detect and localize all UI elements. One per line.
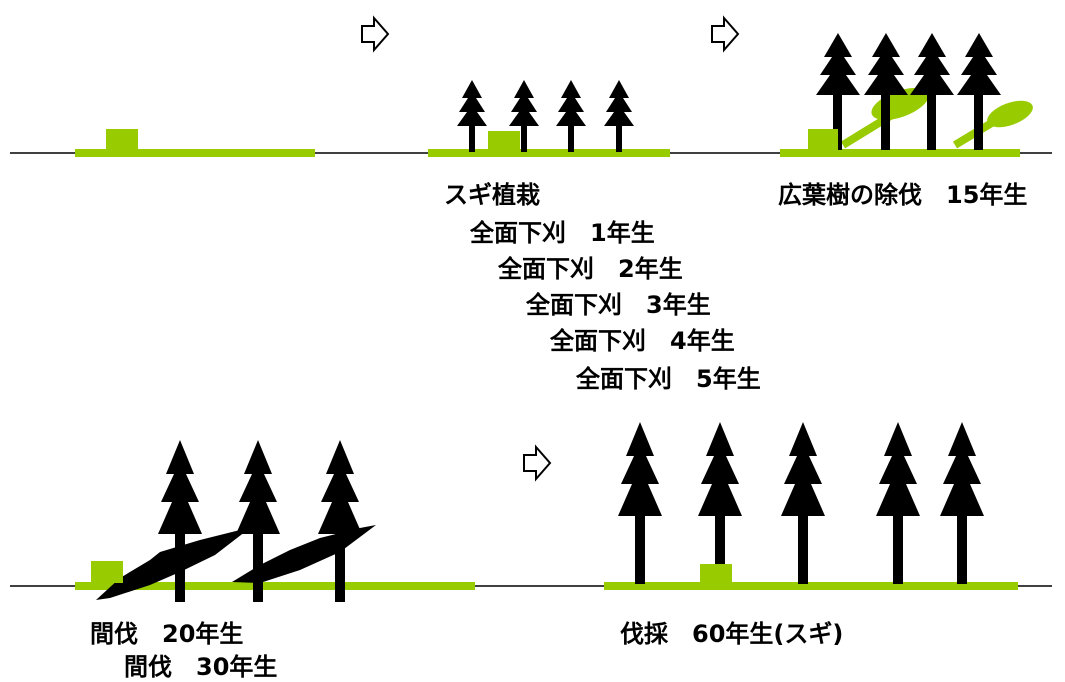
ground-bar	[428, 149, 670, 157]
cedar-tree-icon	[318, 440, 362, 602]
label-weeding-3: 全面下刈 3年生	[526, 291, 711, 319]
panel-thinning	[75, 440, 475, 602]
step-arrow-icon	[361, 17, 389, 51]
cedar-tree-icon	[457, 80, 487, 152]
label-weeding-4: 全面下刈 4年生	[550, 327, 735, 355]
ground-bar	[780, 149, 1020, 157]
label-thinning-30: 間伐 30年生	[124, 653, 278, 681]
label-weeding-5: 全面下刈 5年生	[576, 365, 761, 393]
panel-broadleaf-removal	[780, 33, 1033, 157]
label-weeding-2: 全面下刈 2年生	[498, 255, 683, 283]
person-marker	[106, 129, 138, 151]
person-marker	[700, 564, 732, 584]
panel-harvest	[604, 422, 1018, 590]
cedar-tree-icon	[698, 422, 742, 584]
ground-bar	[75, 582, 475, 590]
person-marker	[488, 131, 520, 151]
cedar-tree-icon	[940, 422, 984, 584]
cedar-tree-icon	[604, 80, 634, 152]
label-broadleaf-removal: 広葉樹の除伐 15年生	[778, 181, 1028, 209]
cedar-tree-icon	[618, 422, 662, 584]
cedar-tree-icon	[876, 422, 920, 584]
cedar-tree-icon	[556, 80, 586, 152]
label-harvest-60: 伐採 60年生(スギ)	[620, 620, 844, 648]
cedar-tree-icon	[781, 422, 825, 584]
cedar-tree-icon	[910, 33, 954, 150]
person-marker	[808, 129, 838, 151]
label-thinning-20: 間伐 20年生	[90, 620, 244, 648]
step-arrow-icon	[523, 446, 551, 480]
step-arrow-icon	[711, 17, 739, 51]
cedar-tree-icon	[957, 33, 1001, 150]
felled-tree-icon	[96, 525, 376, 600]
ground-bar	[604, 582, 1018, 590]
person-marker	[91, 561, 123, 583]
panel-bare-ground	[75, 129, 315, 157]
label-planting: スギ植栽	[444, 181, 540, 209]
ground-bar	[75, 149, 315, 157]
panel-planting	[428, 80, 670, 157]
label-weeding-1: 全面下刈 1年生	[470, 219, 655, 247]
